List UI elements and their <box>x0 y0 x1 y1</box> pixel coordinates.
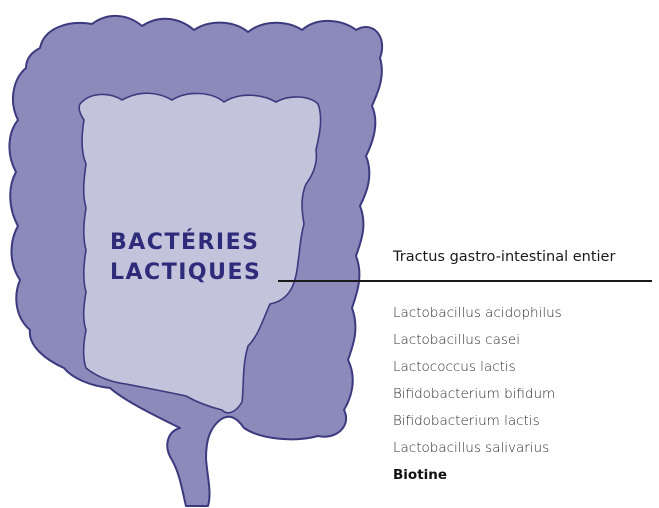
strain-item: Lactobacillus salivarius <box>393 435 562 462</box>
central-label: BACTÉRIES LACTIQUES <box>110 228 261 288</box>
central-label-line2: LACTIQUES <box>110 258 261 288</box>
region-title: Tractus gastro-intestinal entier <box>393 249 615 265</box>
strain-item: Lactococcus lactis <box>393 354 562 381</box>
central-label-line1: BACTÉRIES <box>110 228 261 258</box>
strain-item: Bifidobacterium lactis <box>393 408 562 435</box>
bacteria-list: Lactobacillus acidophilus Lactobacillus … <box>393 300 562 489</box>
strain-item: Lactobacillus casei <box>393 327 562 354</box>
biotin-item: Biotine <box>393 462 562 489</box>
strain-item: Bifidobacterium bifidum <box>393 381 562 408</box>
pointer-line <box>278 280 652 282</box>
strain-item: Lactobacillus acidophilus <box>393 300 562 327</box>
